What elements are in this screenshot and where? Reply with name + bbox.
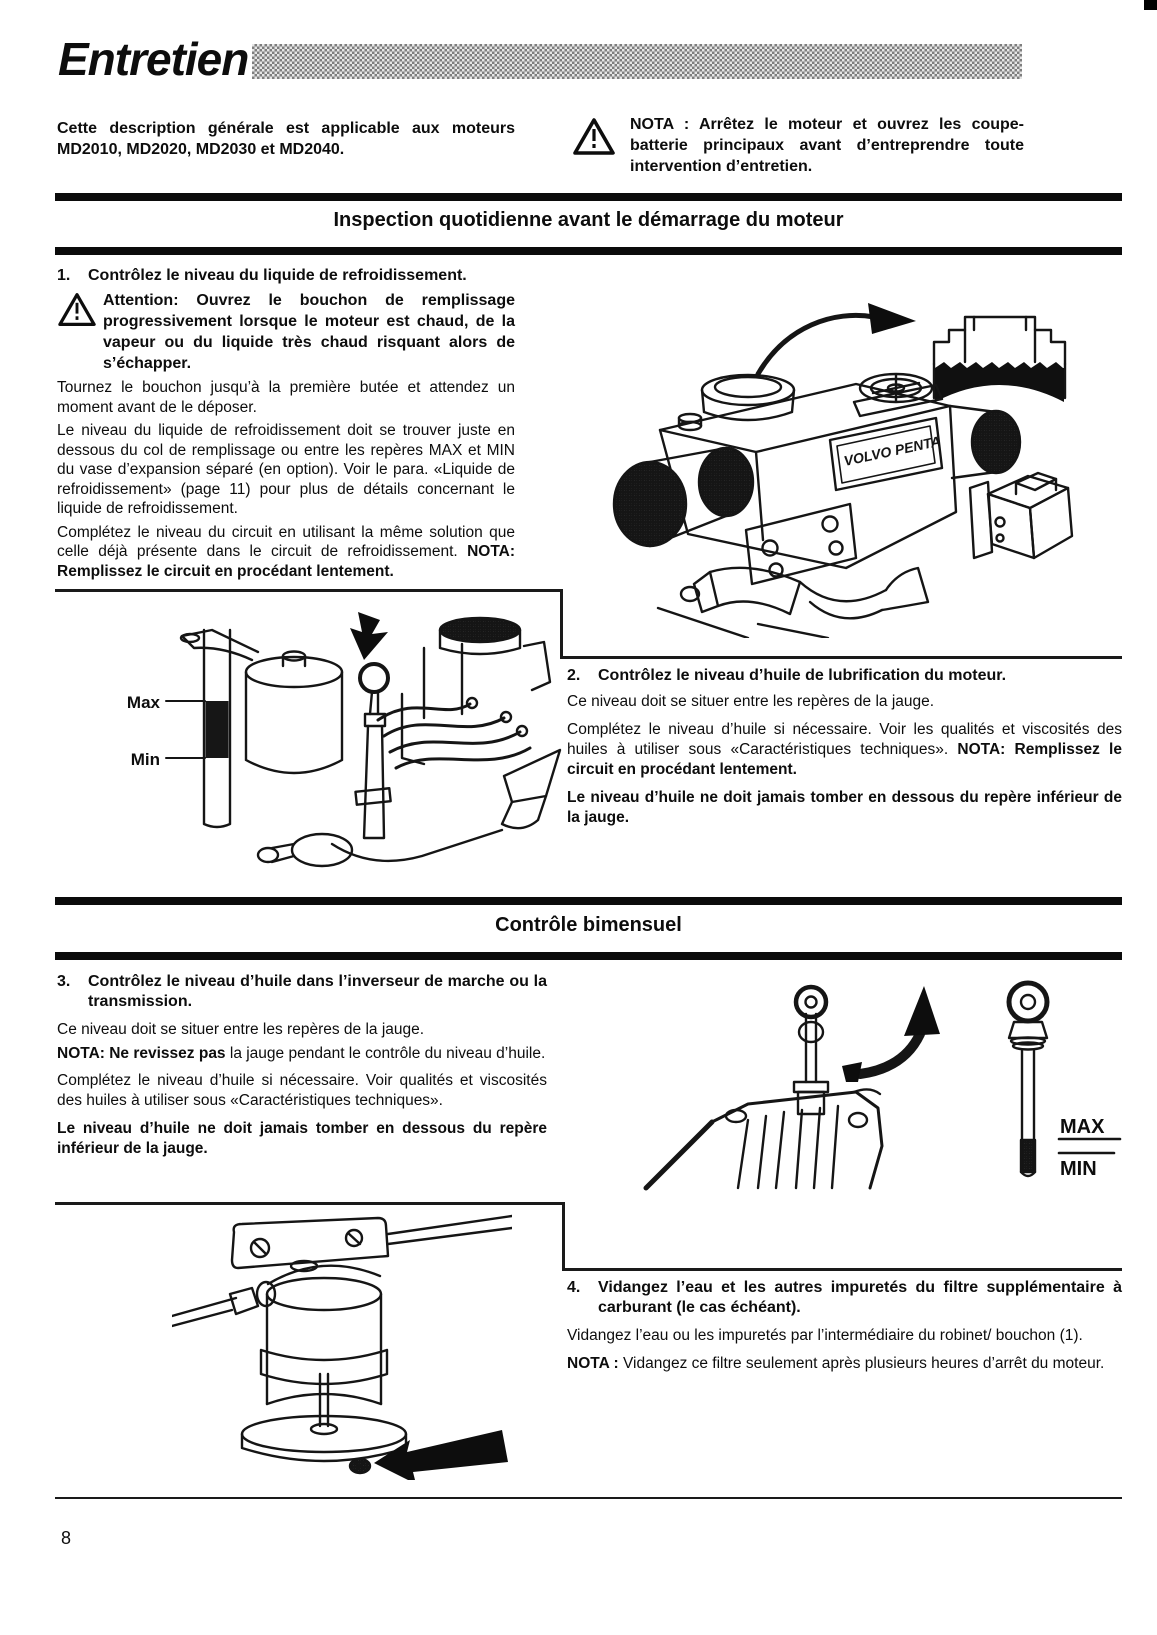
item-1-warning: Attention: Ouvrez le bouchon de rempliss… xyxy=(57,290,515,374)
section-heading-biweekly: Contrôle bimensuel xyxy=(495,914,682,936)
title-band xyxy=(252,44,1022,79)
item-2-heading: 2. Contrôlez le niveau d’huile de lubrif… xyxy=(567,667,1007,684)
section-bar xyxy=(55,897,1122,905)
paragraph: Le niveau du liquide de refroidissement … xyxy=(57,422,515,517)
section-heading-daily: Inspection quotidienne avant le démarrag… xyxy=(333,209,844,231)
paragraph: Complétez le niveau d’huile si nécessair… xyxy=(567,721,1122,778)
paragraph: NOTA: Ne revissez pas la jauge pendant l… xyxy=(57,1044,546,1062)
paragraph: Ce niveau doit se situer entre les repèr… xyxy=(57,1021,425,1038)
item-4-block: 4. Vidangez l’eau et les autres impureté… xyxy=(567,1278,1122,1378)
corner-mark xyxy=(1144,0,1157,10)
paragraph: NOTA : Vidangez ce filtre seulement aprè… xyxy=(567,1355,1105,1372)
warning-icon xyxy=(57,290,103,374)
step-divider xyxy=(560,589,563,658)
page-number: 8 xyxy=(61,1528,72,1548)
item-2-block: 2. Contrôlez le niveau d’huile de lubrif… xyxy=(567,666,1122,832)
footer-rule xyxy=(55,1497,1122,1499)
paragraph: Ce niveau doit se situer entre les repèr… xyxy=(567,693,935,710)
item-4-heading: 4. Vidangez l’eau et les autres impureté… xyxy=(567,1279,1122,1316)
intro-text: Cette description générale est applicabl… xyxy=(57,120,515,158)
gauge-max-label: Max xyxy=(127,693,161,712)
warning-icon xyxy=(572,114,630,177)
step-divider xyxy=(562,1268,1122,1271)
gauge-min-label: Min xyxy=(131,750,160,769)
dipstick-max-label: MAX xyxy=(1060,1116,1105,1138)
item-1-heading: 1. Contrôlez le niveau du liquide de ref… xyxy=(57,267,467,284)
step-divider xyxy=(562,1202,565,1270)
step-divider xyxy=(55,589,562,592)
paragraph: Le niveau d’huile ne doit jamais tomber … xyxy=(567,789,1122,826)
paragraph: Tournez le bouchon jusqu’à la première b… xyxy=(57,379,515,416)
figure-engine-cooling: VOLVO PENTA xyxy=(598,272,1125,640)
paragraph: Complétez le niveau d’huile si nécessair… xyxy=(57,1072,547,1109)
page-title: Entretien xyxy=(58,33,249,85)
item-3-heading: 3. Contrôlez le niveau d’huile dans l’in… xyxy=(57,973,547,1010)
paragraph: Le niveau d’huile ne doit jamais tomber … xyxy=(57,1120,547,1157)
figure-oil-level-gauge: Max Min xyxy=(72,598,564,880)
section-bar xyxy=(55,952,1122,960)
section-bar xyxy=(55,247,1122,255)
paragraph: Vidangez l’eau ou les impuretés par l’in… xyxy=(567,1327,1083,1344)
figure-fuel-filter xyxy=(170,1212,514,1484)
header-nota-text: NOTA : Arrêtez le moteur et ouvrez les c… xyxy=(630,116,1025,175)
dipstick-min-label: MIN xyxy=(1060,1158,1097,1180)
paragraph: Complétez le niveau du circuit en utilis… xyxy=(57,523,515,580)
header-nota: NOTA : Arrêtez le moteur et ouvrez les c… xyxy=(572,114,1024,177)
section-bar xyxy=(55,193,1122,201)
item-1-block: 1. Contrôlez le niveau du liquide de ref… xyxy=(57,266,515,585)
figure-transmission-dipstick: MAX MIN xyxy=(618,970,1122,1206)
engine-plate-label: VOLVO PENTA xyxy=(842,433,942,469)
step-divider xyxy=(560,656,1122,659)
item-3-block: 3. Contrôlez le niveau d’huile dans l’in… xyxy=(57,972,547,1162)
step-divider xyxy=(55,1202,564,1205)
item-1-warning-text: Attention: Ouvrez le bouchon de rempliss… xyxy=(103,292,515,372)
